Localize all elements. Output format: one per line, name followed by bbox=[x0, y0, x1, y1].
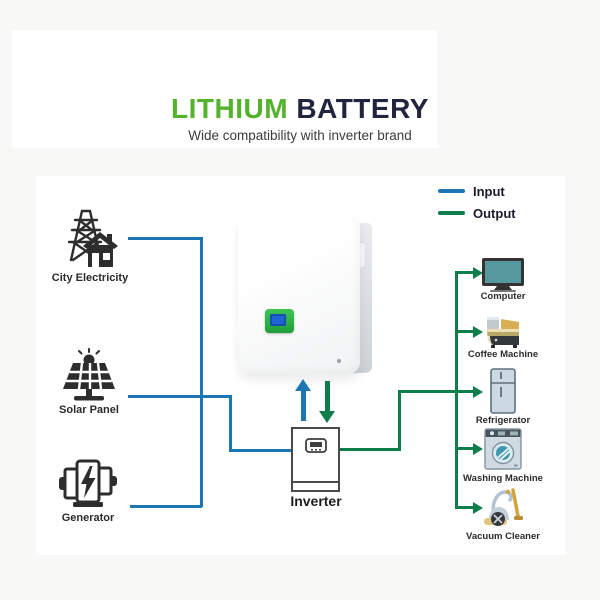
output-line-swatch-icon bbox=[438, 210, 465, 216]
page-title-green: LITHIUM bbox=[171, 93, 289, 124]
output-line-fridge bbox=[398, 390, 473, 393]
legend-input-label: Input bbox=[473, 183, 505, 199]
output-line-from-inverter bbox=[340, 448, 400, 451]
output-branch-computer bbox=[455, 271, 473, 274]
output-line-riser bbox=[398, 392, 401, 451]
arrow-up-charge-icon bbox=[295, 379, 311, 391]
coffee-machine-label: Coffee Machine bbox=[467, 349, 539, 360]
battery-lcd-screen bbox=[270, 314, 286, 326]
legend-row-output: Output bbox=[438, 202, 516, 224]
legend-output-label: Output bbox=[473, 205, 516, 221]
legend-row-input: Input bbox=[438, 180, 516, 202]
city-electricity-label: City Electricity bbox=[51, 272, 129, 284]
input-line-city bbox=[128, 237, 202, 240]
arrow-up-charge-shaft bbox=[301, 390, 306, 421]
arrowhead-computer-icon bbox=[473, 266, 483, 279]
washing-machine-icon bbox=[484, 428, 522, 475]
output-branch-coffee bbox=[455, 330, 473, 333]
output-branch-vacuum bbox=[455, 506, 473, 509]
city-electricity-icon bbox=[61, 208, 119, 275]
computer-label: Computer bbox=[480, 291, 526, 302]
vacuum-cleaner-icon bbox=[482, 485, 524, 534]
arrow-down-discharge-shaft bbox=[325, 381, 330, 412]
inverter-label: Inverter bbox=[290, 493, 342, 509]
page-title: LITHIUM BATTERY bbox=[0, 93, 600, 125]
legend: Input Output bbox=[438, 180, 516, 224]
inverter-box bbox=[291, 427, 340, 492]
input-line-solar-v bbox=[229, 395, 232, 452]
battery-front-face bbox=[238, 216, 360, 374]
output-line-trunk bbox=[455, 271, 458, 509]
input-line-to-inverter bbox=[229, 449, 292, 452]
vacuum-cleaner-label: Vacuum Cleaner bbox=[466, 531, 540, 542]
arrowhead-vacuum-icon bbox=[473, 501, 483, 514]
arrowhead-coffee-icon bbox=[473, 325, 483, 338]
generator-label: Generator bbox=[61, 512, 115, 524]
inverter-display-icon bbox=[305, 438, 327, 461]
title-background bbox=[12, 30, 437, 148]
refrigerator-icon bbox=[490, 368, 516, 419]
arrowhead-fridge-icon bbox=[473, 385, 483, 398]
refrigerator-label: Refrigerator bbox=[475, 415, 531, 426]
battery-image bbox=[238, 216, 374, 378]
page-subtitle: Wide compatibility with inverter brand bbox=[188, 128, 412, 143]
input-line-trunk bbox=[200, 237, 203, 507]
washing-machine-label: Washing Machine bbox=[463, 473, 543, 484]
solar-panel-icon bbox=[59, 347, 119, 408]
input-line-generator bbox=[130, 505, 202, 508]
generator-icon bbox=[57, 455, 119, 518]
output-branch-washer bbox=[455, 447, 473, 450]
arrowhead-washer-icon bbox=[473, 442, 483, 455]
battery-led-dot bbox=[337, 359, 341, 363]
battery-display bbox=[265, 309, 294, 333]
coffee-machine-icon bbox=[483, 315, 523, 356]
page-title-dark: BATTERY bbox=[288, 93, 429, 124]
input-line-swatch-icon bbox=[438, 188, 465, 194]
arrow-down-discharge-icon bbox=[319, 411, 335, 423]
computer-icon bbox=[481, 257, 525, 298]
input-line-solar-h bbox=[128, 395, 232, 398]
solar-panel-label: Solar Panel bbox=[59, 404, 119, 416]
battery-handle-slot bbox=[357, 242, 366, 268]
inverter-divider bbox=[293, 481, 338, 483]
